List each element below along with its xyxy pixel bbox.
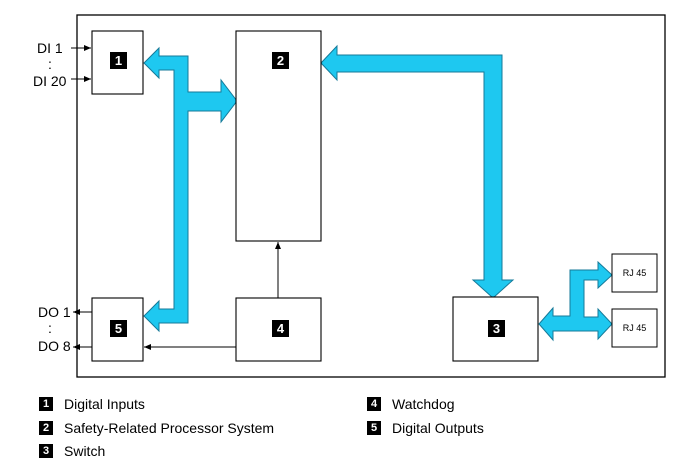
di-last-label: DI 20	[33, 73, 67, 89]
di-first-label: DI 1	[37, 40, 63, 56]
legend-label: Safety-Related Processor System	[64, 420, 275, 436]
svg-text:2: 2	[277, 53, 284, 68]
rj45-port-bottom	[611, 308, 658, 348]
legend-label: Digital Inputs	[64, 396, 145, 412]
system-enclosure	[76, 14, 666, 378]
svg-text:1: 1	[115, 53, 122, 68]
legend-item-digital-outputs: 5 Digital Outputs	[367, 418, 484, 438]
legend-item-digital-inputs: 1 Digital Inputs	[39, 394, 145, 414]
svg-text:5: 5	[115, 321, 122, 336]
data-bus	[143, 44, 613, 342]
bus-left	[143, 46, 238, 333]
legend-badge-4: 4	[367, 397, 381, 411]
badge-5: 5	[110, 320, 127, 337]
badge-3: 3	[488, 320, 505, 337]
svg-text:3: 3	[493, 321, 500, 336]
legend-badge-1: 1	[39, 397, 53, 411]
legend-label: Watchdog	[392, 396, 455, 412]
bus-right	[320, 44, 515, 299]
svg-text:4: 4	[277, 321, 285, 336]
do-last-label: DO 8	[38, 338, 71, 354]
bus-ports	[538, 260, 613, 342]
legend-label: Digital Outputs	[392, 420, 484, 436]
badge-4: 4	[272, 320, 289, 337]
rj45-bottom-label: RJ 45	[623, 323, 647, 333]
legend-item-processor-system: 2 Safety-Related Processor System	[39, 418, 274, 438]
signal-lines	[71, 45, 281, 350]
legend-label: Switch	[64, 443, 106, 459]
legend-item-watchdog: 4 Watchdog	[367, 394, 455, 414]
rj45-top-label: RJ 45	[623, 268, 647, 278]
badge-2: 2	[272, 52, 289, 69]
legend-badge-5: 5	[367, 421, 381, 435]
rj45-port-top	[611, 253, 658, 293]
legend-badge-3: 3	[39, 444, 53, 458]
legend-item-switch: 3 Switch	[39, 441, 105, 461]
do-first-label: DO 1	[38, 304, 71, 320]
badge-1: 1	[110, 52, 127, 69]
legend-badge-2: 2	[39, 421, 53, 435]
do-separator: :	[48, 320, 52, 336]
di-separator: :	[48, 56, 52, 72]
